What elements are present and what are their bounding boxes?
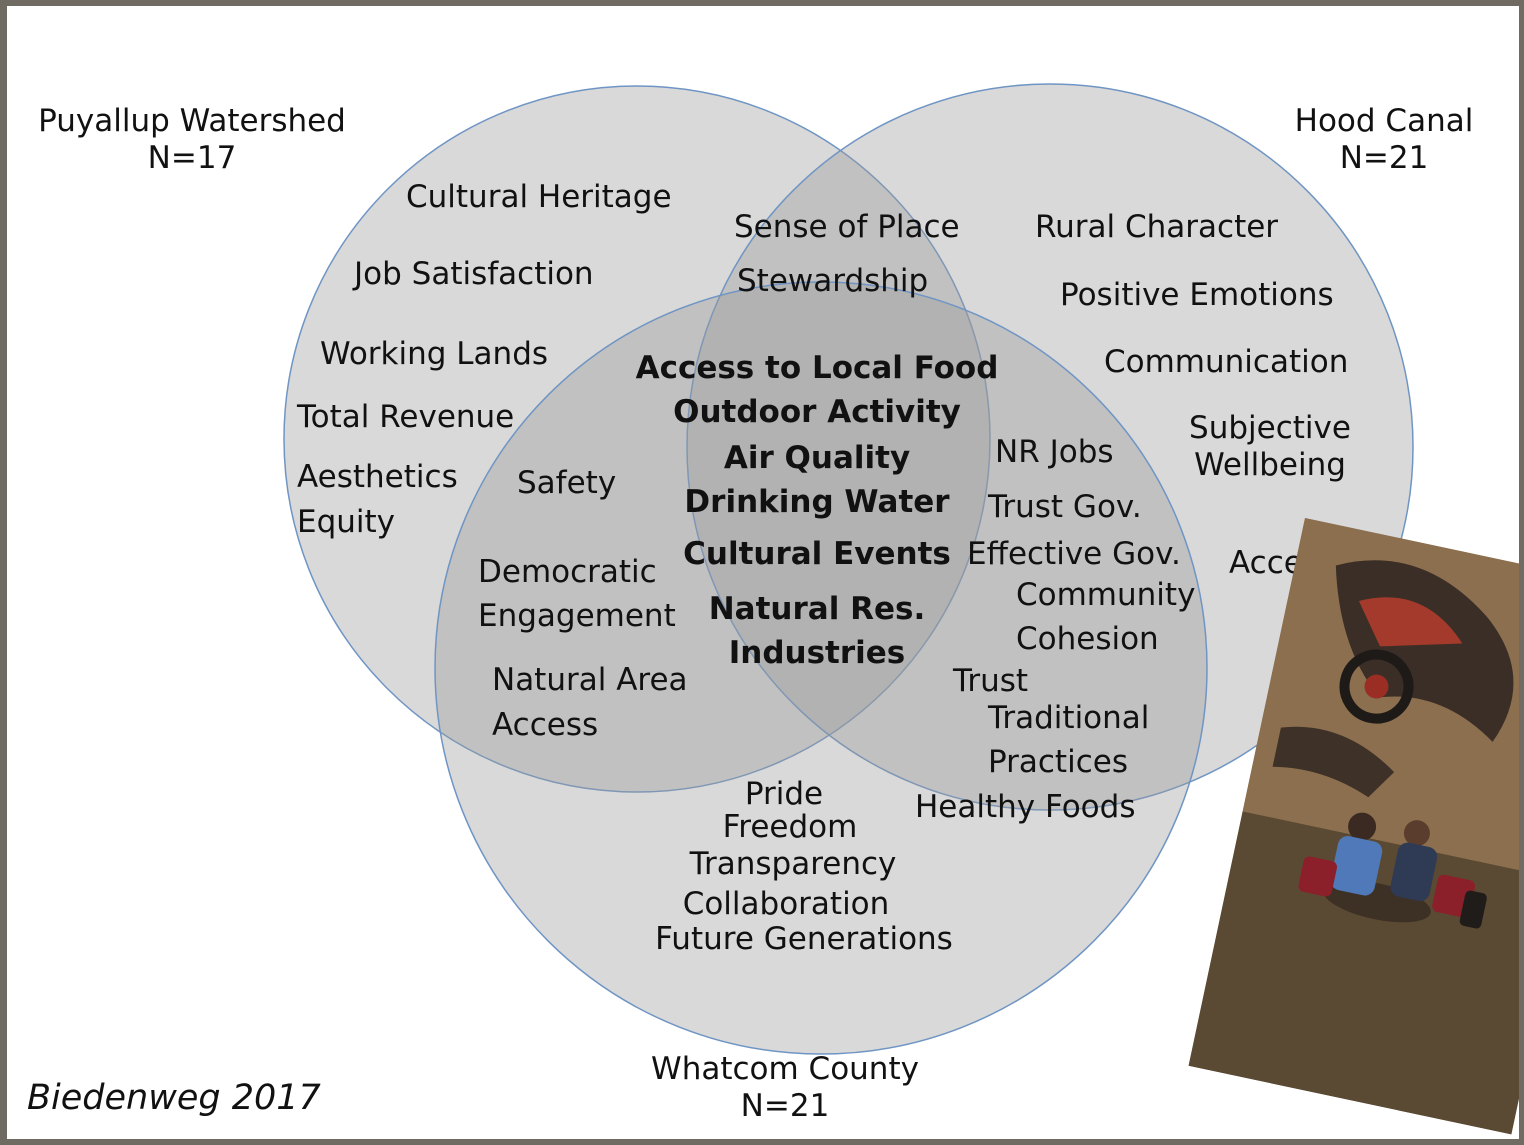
circle-puyallup: [283, 85, 991, 793]
item-safety: Safety: [517, 465, 617, 501]
item-healthy-foods: Healthy Foods: [915, 789, 1136, 825]
item-aesthetics: Aesthetics: [297, 459, 458, 495]
item-working-lands: Working Lands: [320, 336, 549, 372]
puyallup-n: N=17: [147, 140, 237, 177]
item-effective-gov: Effective Gov.: [967, 536, 1181, 572]
item-community: Community: [1016, 577, 1196, 613]
puyallup-name: Puyallup Watershed: [38, 103, 346, 139]
hood-name: Hood Canal: [1294, 103, 1474, 139]
citation: Biedenweg 2017: [27, 1078, 321, 1118]
item-cohesion: Cohesion: [1016, 621, 1159, 657]
hood-n: N=21: [1339, 140, 1429, 177]
item-natural-res: Natural Res.: [708, 591, 926, 627]
item-transparency: Transparency: [689, 846, 897, 882]
item-collaboration: Collaboration: [682, 886, 890, 922]
item-positive-emotions: Positive Emotions: [1060, 277, 1334, 313]
label-puyallup: Puyallup Watershed N=17: [38, 103, 346, 177]
item-traditional: Traditional: [988, 700, 1150, 736]
item-air-quality: Air Quality: [723, 440, 911, 476]
whatcom-name: Whatcom County: [651, 1051, 919, 1087]
item-nr-jobs: NR Jobs: [995, 434, 1114, 470]
item-total-revenue: Total Revenue: [297, 399, 515, 435]
item-job-satisfaction: Job Satisfaction: [354, 256, 594, 292]
whatcom-n: N=21: [740, 1088, 830, 1125]
item-pride: Pride: [744, 776, 824, 812]
item-trust-gov: Trust Gov.: [988, 489, 1142, 525]
item-access-puyallup-whatcom: Access: [492, 707, 599, 743]
item-cultural-events: Cultural Events: [683, 536, 951, 572]
item-communication: Communication: [1104, 344, 1349, 380]
item-access-to-local-food: Access to Local Food: [635, 350, 999, 386]
item-freedom: Freedom: [722, 809, 858, 845]
item-stewardship: Stewardship: [737, 263, 929, 299]
item-industries: Industries: [728, 635, 906, 671]
slide: Puyallup Watershed N=17 Hood Canal N=21 …: [7, 6, 1519, 1139]
circle-hood: [686, 83, 1414, 811]
item-subjective: Subjective: [1189, 410, 1351, 446]
item-wellbeing: Wellbeing: [1194, 447, 1346, 484]
item-sense-of-place: Sense of Place: [734, 209, 960, 245]
label-whatcom: Whatcom County N=21: [651, 1051, 919, 1125]
item-drinking-water: Drinking Water: [684, 484, 950, 520]
item-cultural-heritage: Cultural Heritage: [406, 179, 672, 215]
item-equity: Equity: [297, 504, 396, 540]
item-future-generations: Future Generations: [655, 921, 953, 957]
item-practices: Practices: [988, 744, 1128, 780]
item-natural-area: Natural Area: [492, 662, 688, 698]
item-democratic: Democratic: [478, 554, 657, 590]
item-engagement: Engagement: [478, 598, 676, 634]
item-trust: Trust: [953, 663, 1029, 699]
item-rural-character: Rural Character: [1035, 209, 1279, 245]
meeting-photo: [1188, 518, 1519, 1135]
venn-diagram: [283, 83, 1414, 1055]
circle-whatcom: [434, 281, 1208, 1055]
item-outdoor-activity: Outdoor Activity: [673, 394, 961, 430]
photo-scene: [1188, 518, 1519, 1135]
item-subjective-wellbeing: Subjective Wellbeing: [1189, 410, 1351, 484]
label-hood-canal: Hood Canal N=21: [1295, 103, 1474, 177]
